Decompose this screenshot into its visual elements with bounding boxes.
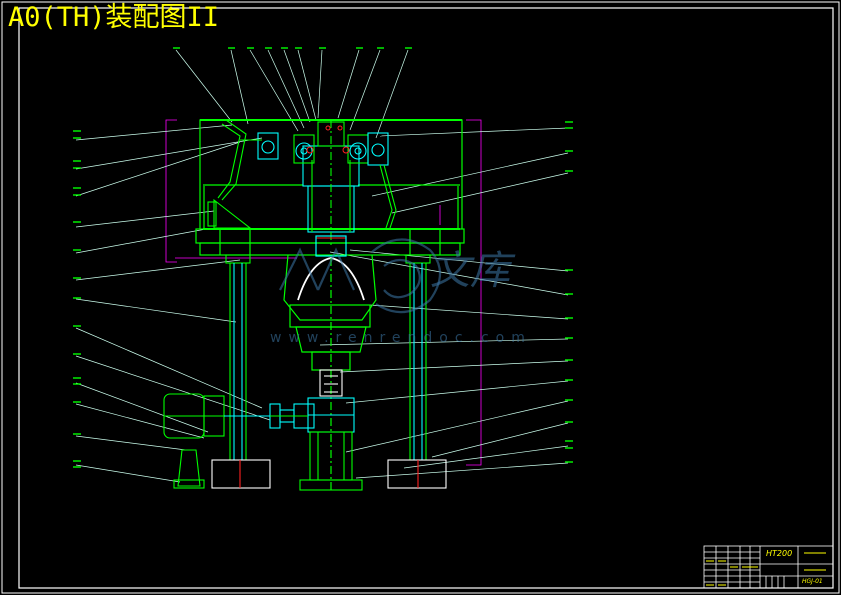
- watermark-glyphs: 文库: [430, 248, 510, 294]
- title-block: [703, 545, 834, 589]
- central-cylinder: [293, 120, 369, 245]
- drawing-title: A0(TH)装配图II: [8, 2, 220, 33]
- right-lever: [367, 132, 397, 229]
- base-plate: [195, 228, 465, 256]
- title-block-notes: [706, 552, 826, 586]
- material-label: HT200: [766, 549, 793, 558]
- gear-housing: [283, 235, 377, 490]
- leader-lines: [75, 49, 569, 483]
- right-column: [387, 254, 447, 489]
- watermark-logo: [279, 238, 442, 314]
- small-fittings: [306, 125, 350, 239]
- part-number-marks: [73, 47, 573, 468]
- left-lever: [207, 119, 279, 229]
- side-motor: [163, 393, 270, 489]
- watermark-url: www.renrendoc.com: [270, 330, 532, 346]
- vertical-shaft: [299, 369, 363, 491]
- drawing-number: HGJ-01: [802, 578, 823, 585]
- left-column: [211, 254, 271, 489]
